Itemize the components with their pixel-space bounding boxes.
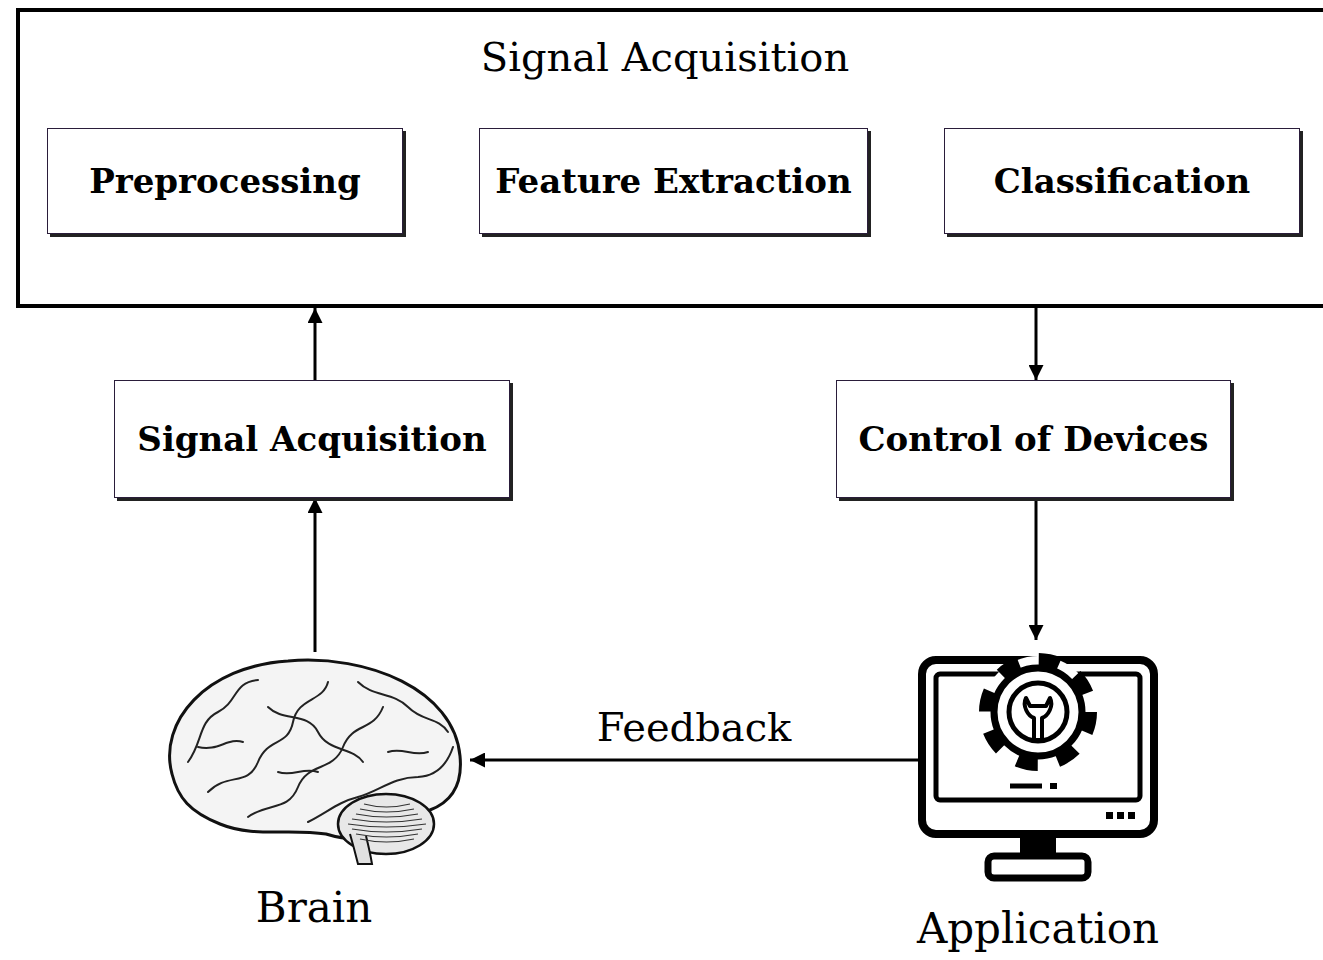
box-label: Control of Devices: [859, 417, 1209, 461]
application-monitor-icon: [918, 640, 1158, 885]
edge-label: Feedback: [597, 704, 792, 750]
arrow-connector: [470, 759, 918, 762]
process-box: Preprocessing: [47, 128, 403, 234]
figure-label: Brain: [128, 884, 500, 932]
brain-illustration: [158, 652, 470, 865]
arrow-connector: [1035, 498, 1038, 640]
box-label: Signal Acquisition: [137, 417, 486, 461]
application-figure: Application: [918, 640, 1158, 885]
arrow-connector: [314, 498, 317, 652]
box-label: Classification: [994, 159, 1251, 203]
process-box: Signal Acquisition: [114, 380, 510, 498]
box-label: Feature Extraction: [495, 159, 851, 203]
group-box: Signal AcquisitionPreprocessing Feature E…: [16, 8, 1323, 308]
arrow-connector: [1035, 308, 1038, 380]
group-title: Signal Acquisition: [20, 34, 1310, 80]
figure-label: Application: [878, 905, 1198, 953]
process-box: Control of Devices: [836, 380, 1231, 498]
brain-figure: Brain: [158, 652, 470, 865]
process-box: Classification: [944, 128, 1300, 234]
box-label: Preprocessing: [89, 159, 361, 203]
arrow-connector: [314, 308, 317, 380]
process-box: Feature Extraction: [479, 128, 868, 234]
